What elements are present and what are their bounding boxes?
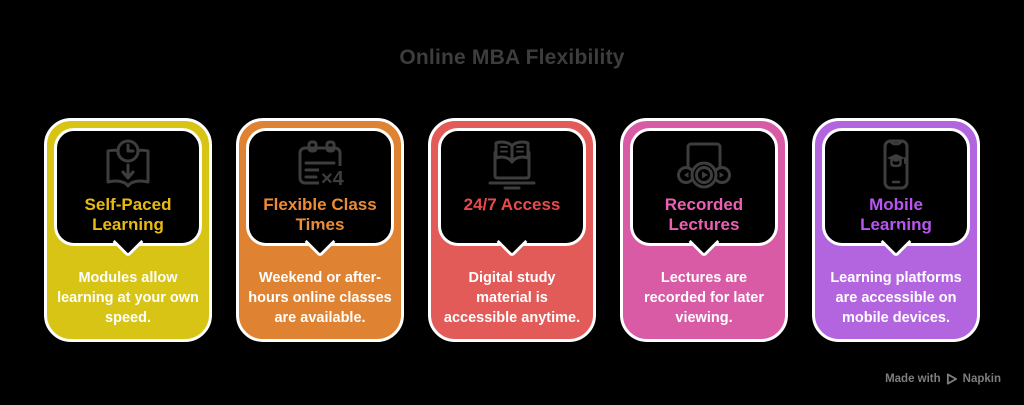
card-title: 24/7 Access [463, 195, 561, 214]
card-title: Flexible Class Times [263, 195, 377, 235]
video-player-icon [674, 137, 734, 193]
napkin-logo-icon [946, 373, 958, 385]
card-description: Modules allow learning at your own speed… [57, 270, 199, 326]
card-description: Learning platforms are accessible on mob… [830, 270, 962, 326]
card-description: Lectures are recorded for later viewing. [643, 270, 765, 326]
card-recorded-lectures: Recorded Lectures Lectures are recorded … [620, 118, 788, 342]
book-clock-icon [98, 137, 158, 193]
card-description: Weekend or after- hours online classes a… [248, 270, 392, 326]
card-description: Digital study material is accessible any… [443, 270, 581, 326]
watermark: Made with Napkin [885, 373, 1001, 385]
watermark-prefix: Made with [885, 373, 941, 385]
laptop-book-icon [482, 137, 542, 193]
card-mobile-learning: Mobile Learning Learning platforms are a… [812, 118, 980, 342]
smartphone-grad-cap-icon [866, 137, 926, 193]
card-24-7-access: 24/7 Access Digital study material is ac… [428, 118, 596, 342]
card-bubble: Mobile Learning [822, 128, 970, 258]
card-bubble: 24/7 Access [438, 128, 586, 258]
card-bubble: Self-Paced Learning [54, 128, 202, 258]
card-title: Self-Paced Learning [84, 195, 172, 235]
cards-row: Self-Paced Learning Modules allow learni… [0, 118, 1024, 342]
card-title: Mobile Learning [860, 195, 932, 235]
card-flexible-class-times: ×4 Flexible Class Times Weekend or after… [236, 118, 404, 342]
page-title: Online MBA Flexibility [399, 46, 625, 69]
bubble-tail [496, 226, 528, 258]
card-bubble: ×4 Flexible Class Times [246, 128, 394, 258]
card-bubble: Recorded Lectures [630, 128, 778, 258]
calendar-x4-icon: ×4 [290, 137, 350, 193]
card-self-paced-learning: Self-Paced Learning Modules allow learni… [44, 118, 212, 342]
watermark-brand: Napkin [962, 373, 1001, 385]
card-title: Recorded Lectures [664, 195, 744, 235]
svg-text:×4: ×4 [321, 168, 345, 190]
